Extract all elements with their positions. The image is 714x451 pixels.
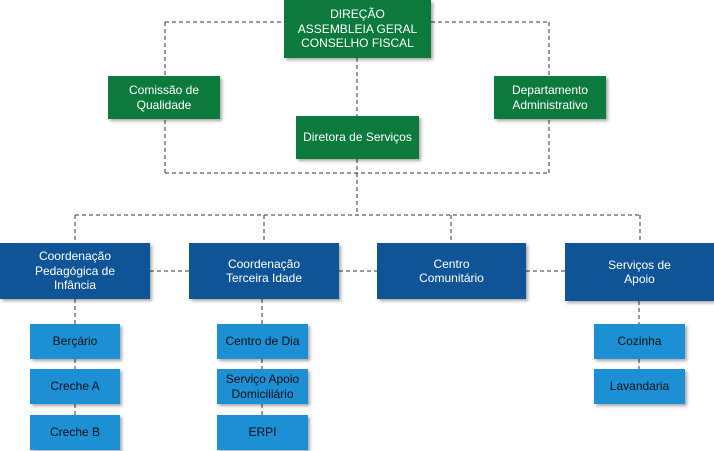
coordenacao-terceira-idade-label: Coordenação Terceira Idade <box>225 256 303 285</box>
comissao-qualidade-label: Comissão de Qualidade <box>128 83 200 112</box>
creche-a-box: Creche A <box>30 369 120 404</box>
erpi-box: ERPI <box>217 415 308 450</box>
bercario-label: Berçário <box>52 334 98 349</box>
centro-de-dia-box: Centro de Dia <box>217 324 308 359</box>
servicos-apoio-label: Serviços de Apoio <box>608 257 671 286</box>
lavandaria-box: Lavandaria <box>594 369 685 404</box>
creche-a-label: Creche A <box>50 379 100 394</box>
cozinha-box: Cozinha <box>594 324 685 359</box>
creche-b-box: Creche B <box>30 415 120 450</box>
coordenacao-pedagogica-box: Coordenação Pedagógica de Infância <box>0 243 150 299</box>
comissao-qualidade-box: Comissão de Qualidade <box>108 76 220 119</box>
centro-comunitario-box: Centro Comunitário <box>377 243 526 299</box>
creche-b-label: Creche B <box>49 425 101 440</box>
cozinha-label: Cozinha <box>617 334 662 349</box>
erpi-label: ERPI <box>248 425 277 440</box>
bercario-box: Berçário <box>30 324 120 359</box>
coordenacao-terceira-idade-box: Coordenação Terceira Idade <box>189 243 339 299</box>
servico-apoio-domiciliario-label: Serviço Apoio Domiciliário <box>225 372 300 401</box>
centro-de-dia-label: Centro de Dia <box>225 334 300 349</box>
coordenacao-pedagogica-label: Coordenação Pedagógica de Infância <box>34 249 116 293</box>
servico-apoio-domiciliario-box: Serviço Apoio Domiciliário <box>217 369 308 404</box>
diretora-servicos-box: Diretora de Serviços <box>296 116 419 159</box>
servicos-apoio-box: Serviços de Apoio <box>565 243 714 301</box>
departamento-administrativo-label: Departamento Administrativo <box>511 83 589 112</box>
centro-comunitario-label: Centro Comunitário <box>419 256 484 285</box>
direcao-box: DIREÇÃO ASSEMBLEIA GERAL CONSELHO FISCAL <box>284 0 431 58</box>
departamento-administrativo-box: Departamento Administrativo <box>494 76 606 119</box>
lavandaria-label: Lavandaria <box>609 379 670 394</box>
diretora-servicos-label: Diretora de Serviços <box>303 130 412 145</box>
direcao-label: DIREÇÃO ASSEMBLEIA GERAL CONSELHO FISCAL <box>297 7 418 51</box>
